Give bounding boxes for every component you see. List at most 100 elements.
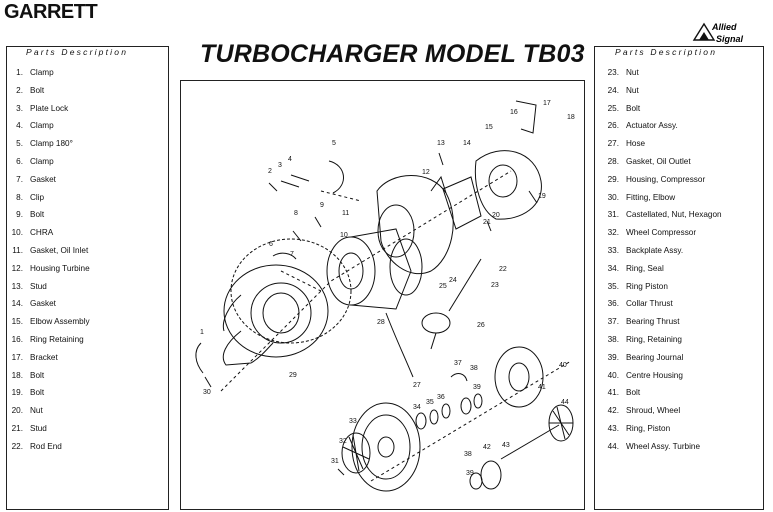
part-label: Bolt [626,388,641,398]
parts-list-item: 12.Housing Turbine [1,264,90,282]
alliedsignal-emblem-icon: Allied Signal [692,22,744,44]
parts-list-item: 7. Gasket [1,175,90,193]
part-label: Ring Piston [626,281,668,291]
part-number: 12. [11,263,23,273]
part-label: Gasket [30,299,56,309]
callout-number: 1 [200,329,204,336]
parts-list-item: 38.Ring, Retaining [597,335,722,353]
part-label: Elbow Assembly [30,317,90,327]
actuator-drawing [421,258,482,350]
part-label: Actuator Assy. [626,121,678,131]
callout-number: 40 [559,362,567,369]
part-label: Rod End [30,441,62,451]
assembly-axis-lines [220,170,572,482]
parts-list-item: 5.Clamp 180° [1,139,90,157]
callout-number: 23 [491,282,499,289]
bracket-drawing [515,100,537,134]
parts-list-item: 13.Stud [1,282,90,300]
callout-number: 4 [288,156,292,163]
part-label: Wheel Assy. Turbine [626,441,701,451]
parts-list-item: 8. Clip [1,193,90,211]
part-number: 44. [607,441,619,451]
turbine-wheel-drawing [500,404,574,460]
callout-number: 33 [349,418,357,425]
part-label: Wheel Compressor [626,228,697,238]
callout-number: 26 [477,322,485,329]
logo-line-1: Allied [711,22,737,32]
part-number: 34. [607,263,619,273]
compressor-wheel-drawing [341,432,371,474]
alliedsignal-logo: Allied Signal [692,20,762,46]
parts-list-item: 44. Wheel Assy. Turbine [597,442,722,460]
part-label: Nut [626,85,639,95]
part-number: 36. [607,299,619,309]
parts-list-item: 40.Centre Housing [597,371,722,389]
parts-list-item: 15. Elbow Assembly [1,317,90,335]
part-number: 35. [607,281,619,291]
parts-list-item: 36.Collar Thrust [597,299,722,317]
parts-list-item: 2. Bolt [1,86,90,104]
part-number: 1. [16,68,23,77]
exploded-diagram: 1234567891011121314151617181920212223242… [195,100,575,492]
part-number: 24. [607,85,619,95]
part-label: Bracket [30,352,58,362]
part-number: 7. [16,174,23,184]
parts-list-item: 30.Fitting, Elbow [597,193,722,211]
part-number: 8. [16,192,23,202]
part-label: Centre Housing [626,370,683,380]
part-label: Fitting, Elbow [626,192,676,202]
part-number: 10. [11,228,23,238]
part-label: Gasket [30,174,56,184]
callout-number: 6 [269,241,273,248]
part-number: 32. [607,228,619,238]
parts-list-item: 26. Actuator Assy. [597,121,722,139]
part-label: Bearing Journal [626,352,684,362]
part-label: Bearing Thrust [626,317,680,327]
part-label: Bolt [30,85,45,95]
callout-number: 22 [499,266,507,273]
parts-list-item: 35. Ring Piston [597,282,722,300]
part-number: 4. [16,121,23,131]
parts-list-item: 24. Nut [597,86,722,104]
callout-number: 13 [437,140,445,147]
callout-number: 9 [320,202,324,209]
part-number: 33. [607,245,619,255]
part-number: 23. [607,68,619,77]
callout-number: 15 [485,124,493,131]
parts-list-item: 33.Backplate Assy. [597,246,722,264]
parts-list-item: 10.CHRA [1,228,90,246]
clamp-ring-drawing [230,238,352,344]
callout-number: 14 [463,140,471,147]
chra-drawing [326,228,423,310]
parts-list-item: 31.Castellated, Nut, Hexagon [597,210,722,228]
part-number: 20. [11,406,23,416]
part-label: Hose [626,139,646,149]
callout-number: 7 [290,251,294,258]
parts-list-item: 16. Ring Retaining [1,335,90,353]
parts-list-item: 23.Nut [597,68,722,86]
parts-list-item: 27.Hose [597,139,722,157]
callout-number: 18 [567,114,575,121]
part-label: Ring Retaining [30,334,84,344]
part-number: 15. [11,317,23,327]
part-number: 43. [607,423,619,433]
part-label: Housing, Compressor [626,174,706,184]
part-number: 9. [16,210,23,220]
parts-list-item: 17.Bracket [1,353,90,371]
callout-number: 39 [466,470,474,477]
part-label: Nut [30,406,43,416]
part-number: 3. [16,103,23,113]
turbine-housing-drawing [376,175,454,275]
callout-number: 25 [439,283,447,290]
callout-number: 43 [502,442,510,449]
hose-drawing [385,312,414,378]
part-number: 2. [16,85,23,95]
parts-list-item: 32. Wheel Compressor [597,228,722,246]
part-label: Clip [30,192,45,202]
part-number: 26. [607,121,619,131]
part-label: Ring, Retaining [626,334,682,344]
part-number: 16. [11,334,23,344]
parts-list-item: 6.Clamp [1,157,90,175]
compressor-housing-drawing [222,264,329,366]
part-label: Ring, Seal [626,263,664,273]
